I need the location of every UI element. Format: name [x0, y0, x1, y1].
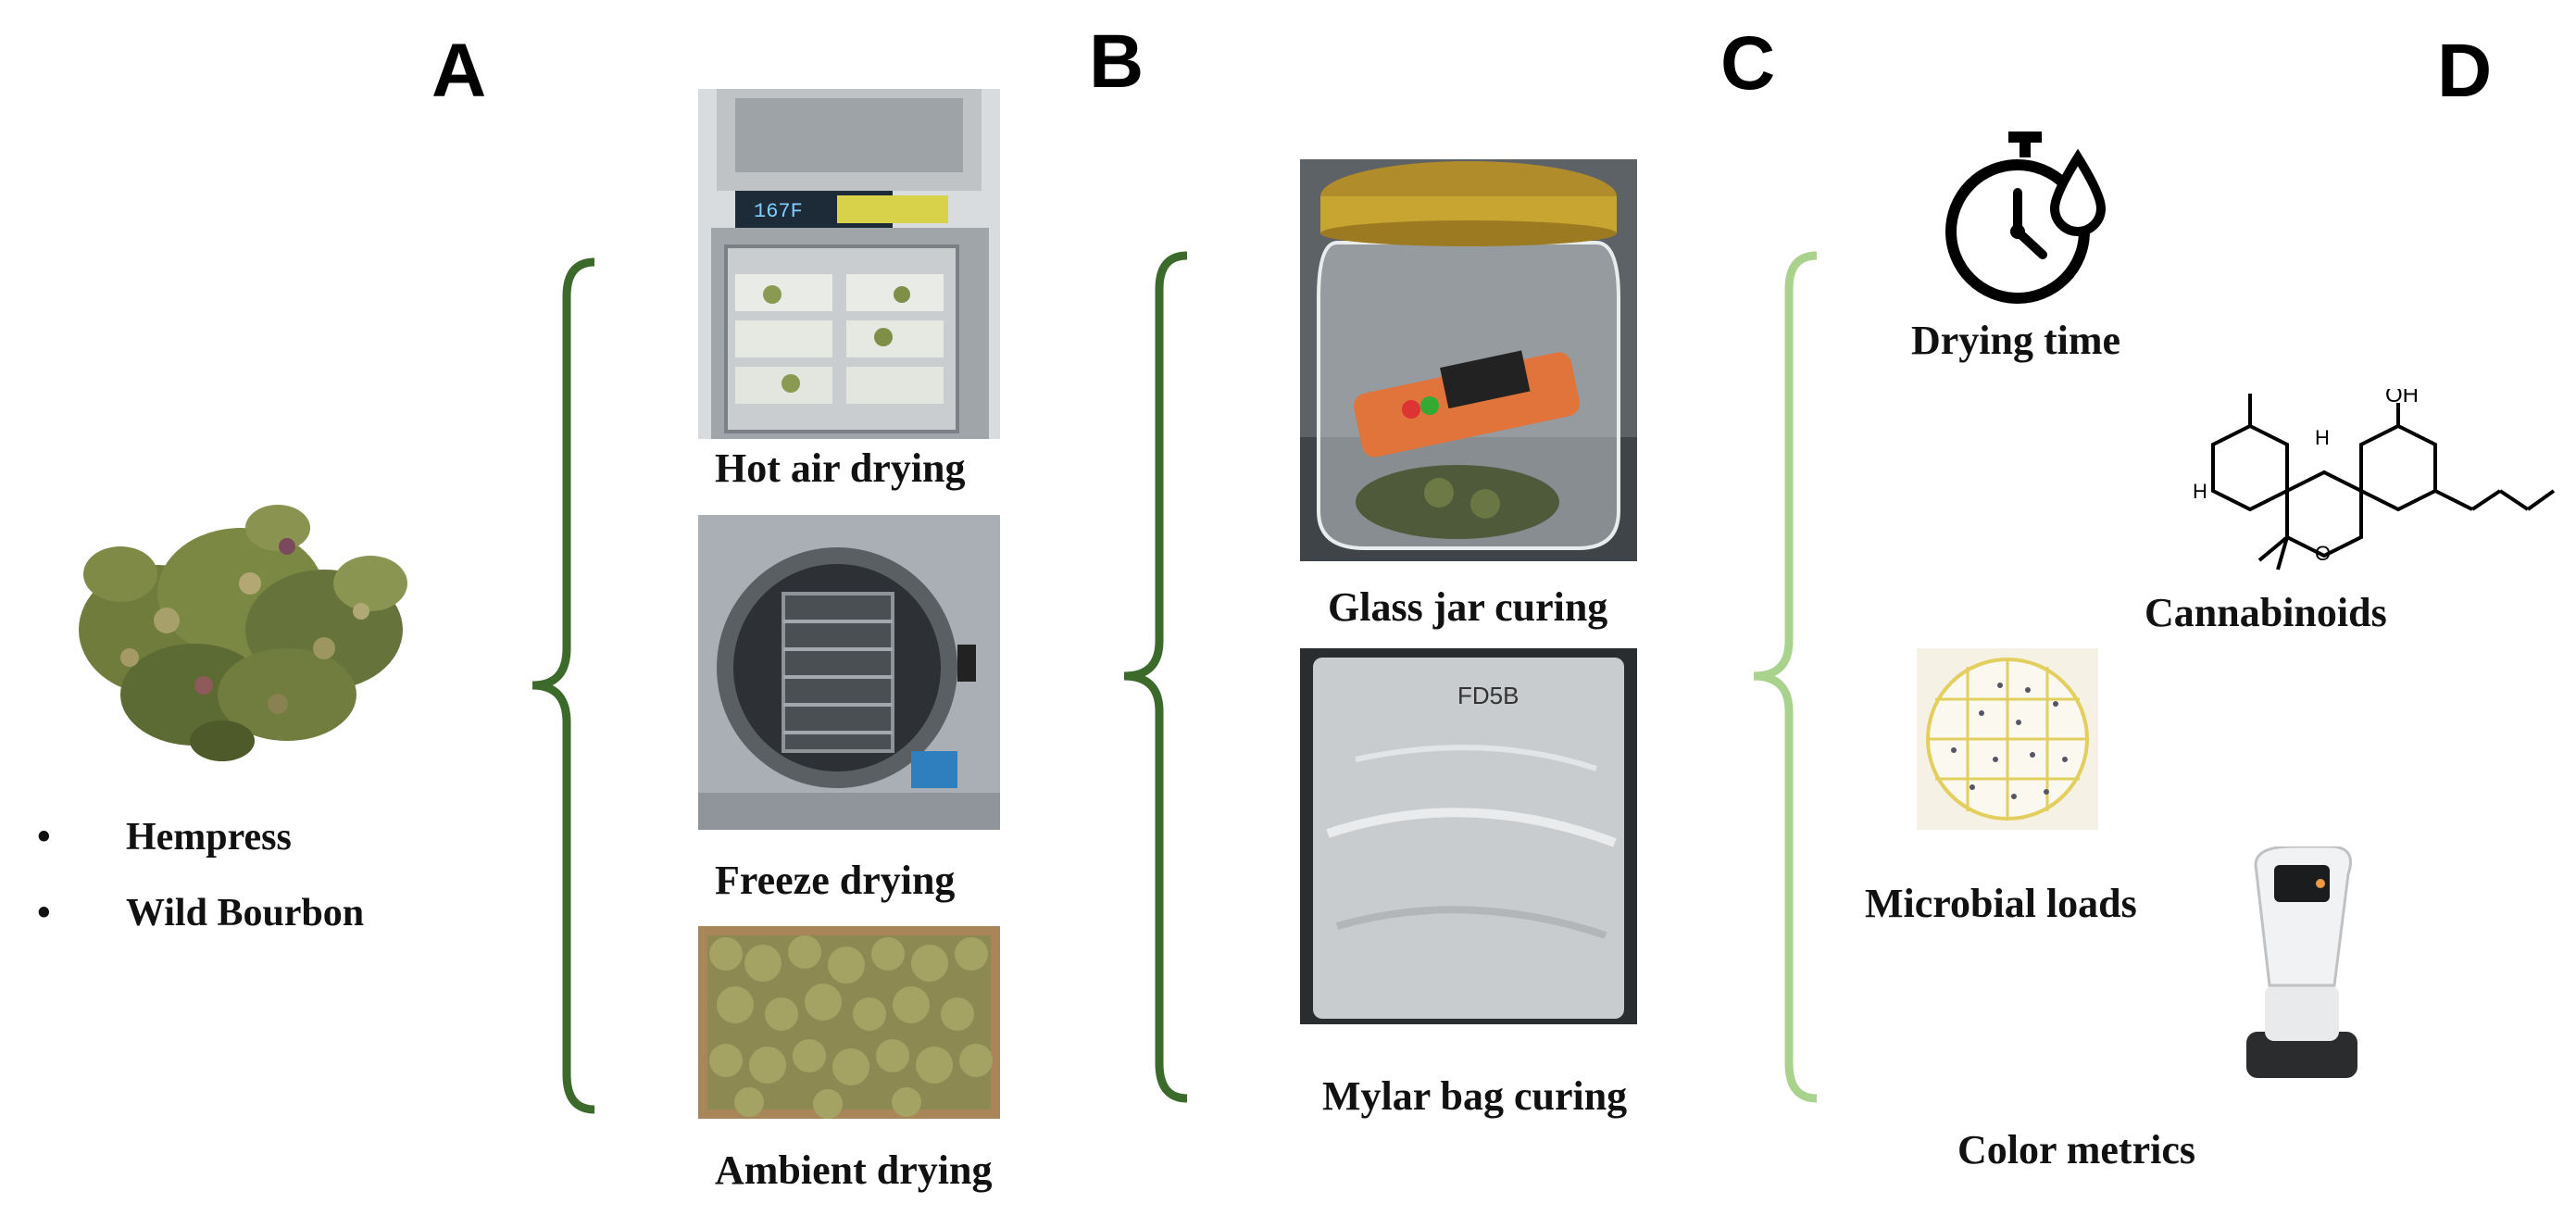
molecule-label-oh: OH — [2385, 389, 2419, 407]
molecule-label-h: H — [2315, 426, 2330, 449]
curing-method-caption: Mylar bag curing — [1322, 1073, 1628, 1119]
glass-jar-image — [1300, 159, 1637, 561]
bag-label-text: FD5B — [1457, 682, 1519, 709]
metric-caption-cannabinoids: Cannabinoids — [2145, 590, 2387, 635]
bullet: • — [37, 816, 51, 859]
cultivar-name: Wild Bourbon — [126, 892, 365, 934]
bullet: • — [37, 892, 51, 934]
bracket-curing — [1123, 251, 1188, 1103]
drying-method-caption: Freeze drying — [715, 858, 956, 903]
bracket-metrics — [1753, 251, 1818, 1103]
metric-caption-color: Color metrics — [1957, 1127, 2195, 1172]
drying-method-caption: Ambient drying — [715, 1147, 993, 1193]
dryer-display-text: 167F — [754, 200, 803, 223]
panel-label-a: A — [431, 29, 487, 113]
molecule-label-h: H — [2193, 480, 2207, 503]
ambient-drying-image — [698, 926, 1000, 1119]
metric-caption-drying-time: Drying time — [1911, 318, 2121, 363]
drying-method-caption: Hot air drying — [715, 445, 966, 491]
stopwatch-drop-icon — [1939, 130, 2111, 311]
cannabinoid-structure-image: OH H H O — [2185, 389, 2556, 574]
curing-method-caption: Glass jar curing — [1328, 584, 1608, 630]
molecule-label-o: O — [2315, 542, 2331, 565]
mylar-bag-image: FD5B — [1300, 648, 1637, 1024]
panel-label-b: B — [1089, 19, 1144, 104]
cultivar-list-item: • Hempress — [37, 815, 292, 859]
metric-caption-microbial: Microbial loads — [1865, 881, 2137, 926]
bracket-drying — [531, 257, 595, 1114]
freeze-dryer-image — [698, 515, 1000, 830]
hot-air-dryer-image: 167F — [698, 89, 1000, 439]
panel-label-d: D — [2437, 29, 2493, 113]
microbial-plate-image — [1917, 648, 2098, 830]
colorimeter-image — [2237, 846, 2367, 1087]
cultivar-name: Hempress — [126, 816, 292, 859]
panel-label-c: C — [1720, 21, 1776, 106]
hemp-flower-image — [56, 491, 426, 769]
cultivar-list-item: • Wild Bourbon — [37, 891, 364, 935]
